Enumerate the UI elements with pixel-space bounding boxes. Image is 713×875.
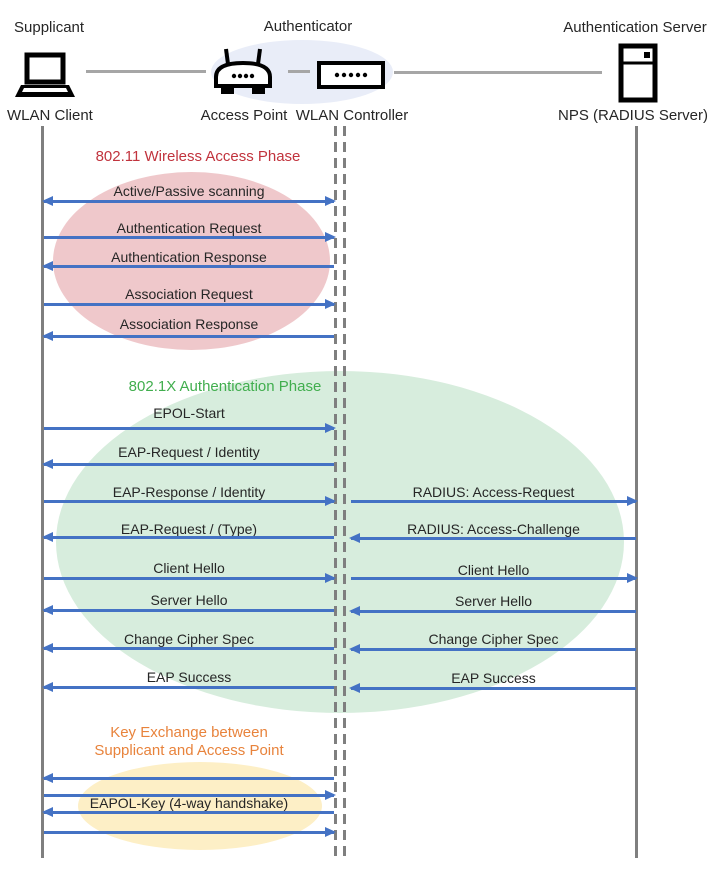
message-label: Change Cipher Spec [124,631,254,647]
message-label: Change Cipher Spec [428,631,559,647]
message-label: EAP Success [451,670,536,686]
message-arrow [42,459,334,469]
phase2-title: 802.1X Authentication Phase [128,378,322,395]
arrowhead-left-icon [42,459,53,469]
lifeline-tunnel-left [334,126,337,858]
role-label-authenticator: Authenticator [263,18,353,35]
lifeline-supplicant [41,126,44,858]
message-arrow [42,532,334,542]
arrowhead-left-icon [42,605,53,615]
lifeline-tunnel-right [343,126,346,858]
message-arrow [349,606,636,616]
device-label-wlan-controller: WLAN Controller [295,107,409,124]
message-arrow [42,773,334,783]
phase3-title-line2: Supplicant and Access Point [94,742,284,759]
arrowhead-left-icon [42,196,53,206]
message-label: EPOL-Start [153,405,225,421]
phase1-title: 802.11 Wireless Access Phase [95,148,301,165]
connector-line-controller-server [394,71,602,74]
message-arrow [44,299,336,309]
connector-line-ap-controller [288,70,310,73]
message-label: Active/Passive scanning [113,183,265,199]
message-label: Association Request [125,286,253,302]
access-point-icon [210,46,276,98]
message-label: EAP-Request / Identity [118,444,260,460]
arrowhead-right-icon [325,790,336,800]
message-arrow [44,496,336,506]
phase3-ellipse [78,762,322,850]
arrowhead-right-icon [325,827,336,837]
message-arrow [349,683,636,693]
arrowhead-right-icon [325,496,336,506]
message-label: EAP-Response / Identity [112,484,266,500]
message-arrow [44,790,336,800]
message-label: EAP Success [146,669,232,685]
arrowhead-left-icon [42,682,53,692]
message-label: Association Response [119,316,259,332]
lifeline-server [635,126,638,858]
message-arrow [349,533,636,543]
arrowhead-right-icon [325,299,336,309]
arrowhead-right-icon [325,573,336,583]
message-label: Authentication Request [116,220,262,236]
message-arrow [351,573,638,583]
arrowhead-left-icon [42,773,53,783]
arrowhead-left-icon [349,606,360,616]
role-label-authentication-server: Authentication Server [563,19,707,36]
message-label: RADIUS: Access-Request [412,484,575,500]
wlan-controller-icon [317,61,385,89]
message-arrow [42,331,334,341]
message-arrow [42,807,334,817]
arrowhead-left-icon [349,683,360,693]
arrowhead-left-icon [42,261,53,271]
laptop-icon [14,52,76,102]
message-label: EAP-Request / (Type) [120,521,258,537]
message-label: Client Hello [457,562,530,578]
arrowhead-right-icon [627,573,638,583]
arrowhead-left-icon [42,807,53,817]
message-arrow [349,644,636,654]
arrowhead-left-icon [42,643,53,653]
message-arrow [42,682,334,692]
arrowhead-left-icon [42,331,53,341]
role-label-supplicant: Supplicant [14,19,85,36]
arrowhead-right-icon [325,232,336,242]
message-arrow [44,573,336,583]
message-label: Server Hello [150,592,228,608]
message-arrow [42,605,334,615]
message-arrow [42,261,334,271]
message-arrow [42,196,336,206]
device-label-nps-server: NPS (RADIUS Server) [557,107,709,124]
message-arrow [44,423,336,433]
message-label: Authentication Response [111,249,267,265]
arrowhead-right-icon [325,423,336,433]
connector-line-client-ap [86,70,206,73]
device-label-wlan-client: WLAN Client [7,107,93,124]
arrowhead-left-icon [42,532,53,542]
message-arrow [44,232,336,242]
device-label-access-point: Access Point [200,107,288,124]
message-label: Server Hello [454,593,533,609]
arrowhead-left-icon [349,533,360,543]
message-label: Client Hello [153,560,225,576]
message-arrow [42,643,334,653]
arrowhead-left-icon [349,644,360,654]
message-arrow [351,496,638,506]
message-label: EAPOL-Key (4-way handshake) [89,795,289,811]
arrowhead-right-icon [627,496,638,506]
arrowhead-right-icon [325,196,336,206]
message-arrow [44,827,336,837]
phase3-title-line1: Key Exchange between [110,724,268,741]
server-icon [618,43,658,103]
message-label: RADIUS: Access-Challenge [407,521,580,537]
